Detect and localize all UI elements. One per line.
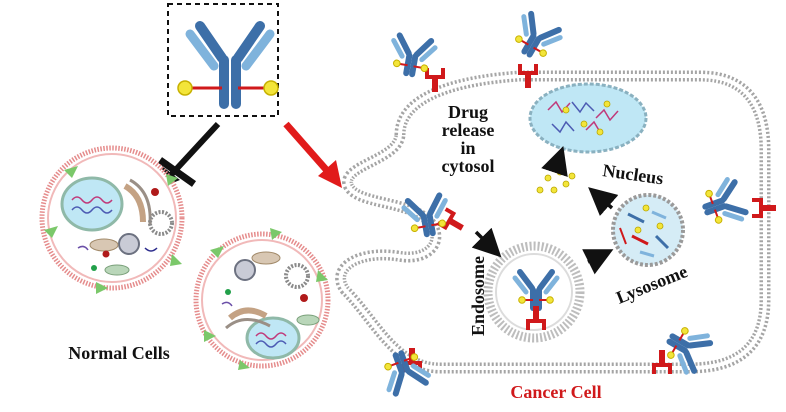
nucleus <box>528 82 648 154</box>
endosome <box>483 241 585 343</box>
endosome-label: Endosome <box>468 256 488 336</box>
drug-release-label-line3: in <box>460 138 475 158</box>
drug-release-label-line1: Drug <box>448 102 488 122</box>
normal-cell-1 <box>39 145 185 294</box>
lysosome <box>611 193 685 267</box>
cancer-cell-membrane <box>335 70 771 374</box>
antibody-drug-conjugate-icon <box>177 21 279 109</box>
normal-cell-2 <box>193 228 331 370</box>
pathway-arrows <box>471 146 619 275</box>
adc-box <box>167 3 279 117</box>
cancer-cell-label: Cancer Cell <box>510 382 601 402</box>
targeting-arrow-icon <box>283 121 342 188</box>
drug-release-label-line4: cytosol <box>442 156 495 176</box>
drug-release-label-line2: release <box>442 120 495 140</box>
normal-cells-label: Normal Cells <box>68 343 169 363</box>
